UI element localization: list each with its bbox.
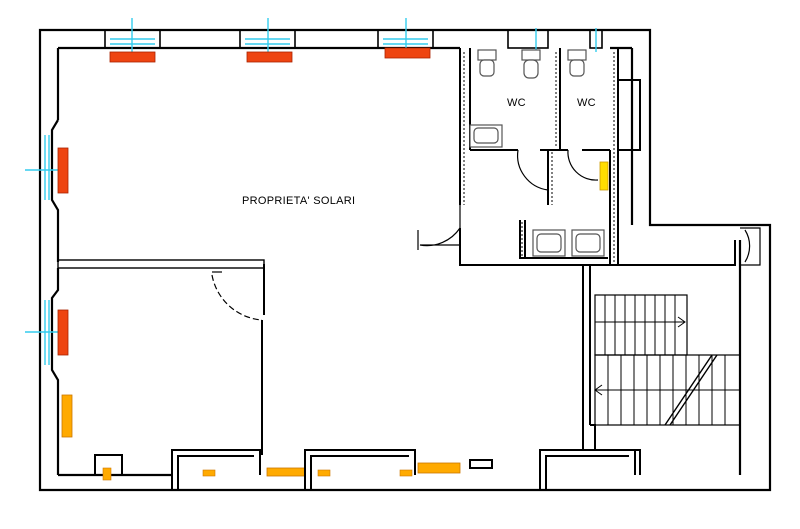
sink-icon: [469, 124, 605, 257]
top-wall-notches: [104, 29, 603, 49]
toilet-icon: [477, 49, 587, 79]
room-label-wc-2: WC: [577, 97, 596, 109]
radiator-icon: [57, 47, 609, 481]
window-icon: [25, 18, 597, 365]
room-label-wc-1: WC: [507, 97, 526, 109]
bathroom-partition: [463, 52, 615, 262]
staircase: [594, 294, 741, 426]
interior-walls: [57, 48, 736, 475]
bottom-niches: [94, 449, 636, 490]
stair-arrow-icon: [594, 316, 686, 396]
room-label-main: PROPRIETA' SOLARI: [242, 195, 355, 207]
door-swing-icon: [211, 149, 761, 321]
